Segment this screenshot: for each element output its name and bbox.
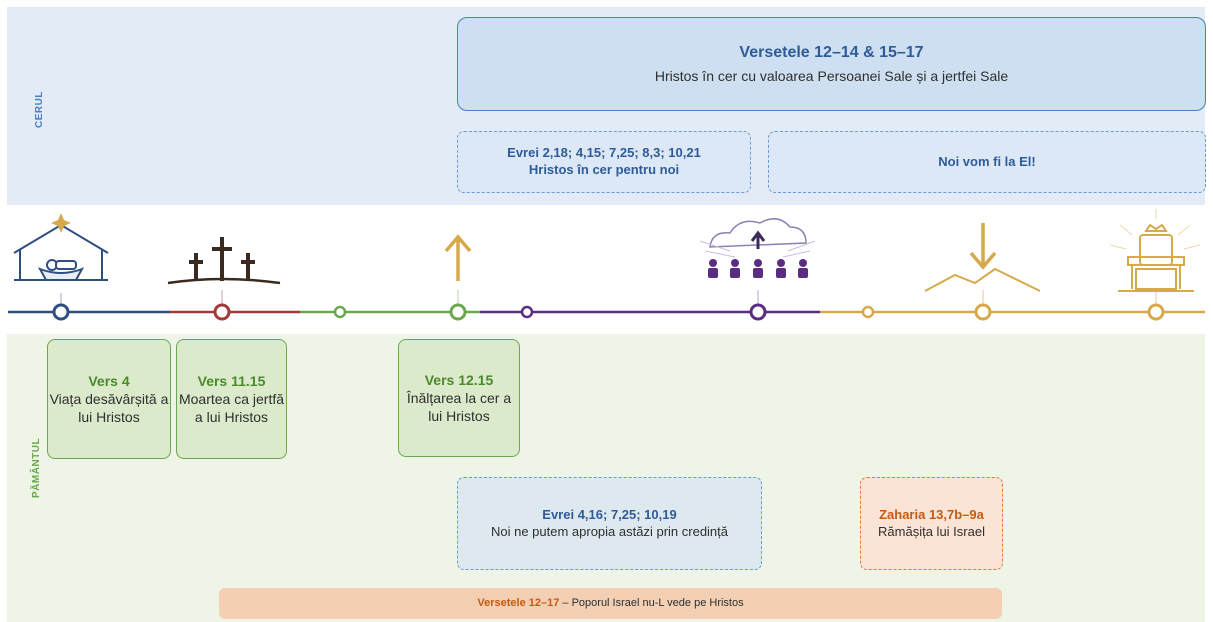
vers12-title: Vers 12.15 <box>424 371 494 388</box>
heaven-main-box: Versetele 12–14 & 15–17 Hristos în cer c… <box>457 17 1206 111</box>
bottom-bar-line: Versetele 12–17 – Poporul Israel nu-L ve… <box>477 596 743 610</box>
timeline-node <box>861 305 875 319</box>
zaharia-text: Rămășița lui Israel <box>878 523 985 539</box>
noi-vom-fi-box: Noi vom fi la El! <box>768 131 1206 193</box>
evrei-earth-box: Evrei 4,16; 7,25; 10,19 Noi ne putem apr… <box>457 477 762 570</box>
timeline-node <box>333 305 347 319</box>
vers11-title: Vers 11.15 <box>197 372 266 389</box>
timeline-illustration <box>8 209 1205 321</box>
three-crosses-icon <box>167 237 281 285</box>
evrei-heaven-box: Evrei 2,18; 4,15; 7,25; 8,3; 10,21 Hrist… <box>457 131 751 193</box>
earth-label: PĂMÂNTUL <box>31 437 42 498</box>
timeline-node <box>52 303 70 321</box>
zaharia-box: Zaharia 13,7b–9a Rămășița lui Israel <box>860 477 1003 570</box>
vers4-text: Viața desăvârșită a lui Hristos <box>49 390 169 426</box>
throne-icon <box>1109 209 1201 292</box>
timeline-node <box>1147 303 1165 321</box>
manger-icon <box>13 223 109 281</box>
bottom-bar: Versetele 12–17 – Poporul Israel nu-L ve… <box>219 588 1002 619</box>
star-icon <box>51 213 71 233</box>
bottom-bar-text: – Poporul Israel nu-L vede pe Hristos <box>559 597 744 610</box>
vers11-box: Vers 11.15 Moartea ca jertfă a lui Hrist… <box>176 339 287 459</box>
vers4-box: Vers 4 Viața desăvârșită a lui Hristos <box>47 339 171 459</box>
noi-vom-fi-text: Noi vom fi la El! <box>938 153 1036 169</box>
timeline-node <box>974 303 992 321</box>
heaven-label: CERUL <box>34 91 45 128</box>
evrei-heaven-text: Hristos în cer pentru noi <box>528 162 680 177</box>
timeline-node <box>449 303 467 321</box>
vers11-text: Moartea ca jertfă a lui Hristos <box>178 390 285 426</box>
vers12-text: Înălțarea la cer a lui Hristos <box>406 389 512 425</box>
timeline-node <box>749 303 767 321</box>
timeline-node <box>213 303 231 321</box>
heaven-main-title: Versetele 12–14 & 15–17 <box>739 44 924 61</box>
vers12-box: Vers 12.15 Înălțarea la cer a lui Hristo… <box>398 339 520 457</box>
zaharia-ref: Zaharia 13,7b–9a <box>879 506 984 522</box>
bottom-bar-ref: Versetele 12–17 <box>477 597 560 610</box>
evrei-earth-text: Noi ne putem apropia astăzi prin credinț… <box>490 523 729 539</box>
rapture-icon <box>699 218 816 278</box>
evrei-heaven-ref: Evrei 2,18; 4,15; 7,25; 8,3; 10,21 <box>507 145 701 161</box>
vers4-title: Vers 4 <box>88 372 130 389</box>
down-arrow-mountain-icon <box>924 223 1041 292</box>
evrei-earth-ref: Evrei 4,16; 7,25; 10,19 <box>542 506 677 522</box>
timeline-node <box>520 305 534 319</box>
up-arrow-icon <box>444 234 472 281</box>
heaven-main-text: Hristos în cer cu valoarea Persoanei Sal… <box>654 67 1009 84</box>
